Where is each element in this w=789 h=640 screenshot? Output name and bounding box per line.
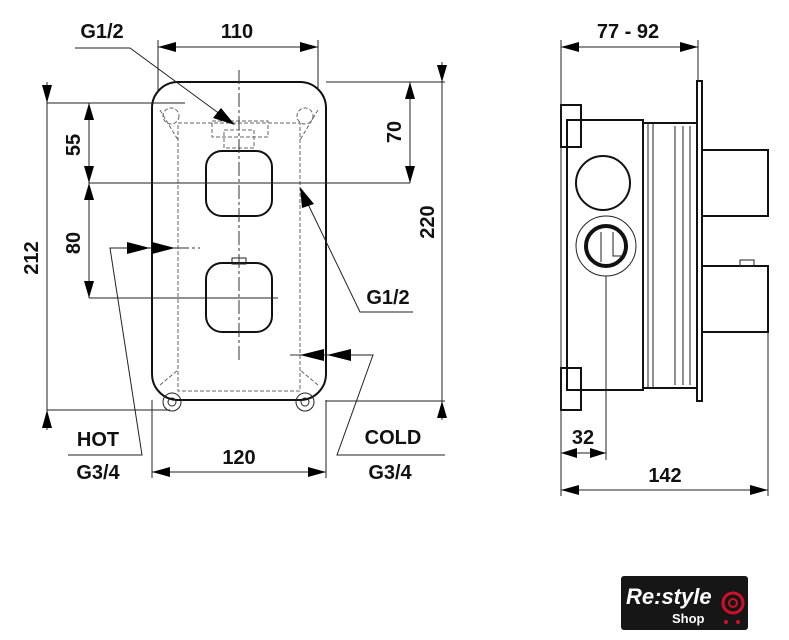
outlet-top-label: G1/2	[80, 21, 123, 43]
upper-spindle	[701, 149, 769, 217]
dim-middle: 80	[63, 232, 85, 254]
logo-subtext: Shop	[672, 611, 705, 626]
side-view: 77 - 92 32 142	[560, 21, 769, 496]
mount-hole-icon	[162, 107, 180, 125]
logo-text: Re:style	[626, 584, 712, 609]
hot-label: HOT	[77, 429, 119, 451]
arrow-icon	[300, 187, 314, 208]
dim-height-left: 212	[21, 241, 43, 274]
outlet-port-icon	[575, 155, 631, 211]
box-body	[566, 119, 644, 391]
front-view: 110 212 55 80 70 220 120 G1/2 G1/2 HOT	[21, 21, 447, 484]
threaded-ring	[642, 122, 698, 389]
outlet-right-label: G1/2	[366, 287, 409, 309]
dim-width-top: 110	[221, 21, 253, 43]
inlet-hot-icon	[162, 392, 182, 412]
dim-inlet-offset: 32	[572, 427, 594, 449]
dim-depth-range: 77 - 92	[597, 21, 659, 43]
dim-width-bottom: 120	[222, 447, 255, 469]
dim-total-depth: 142	[648, 465, 681, 487]
mount-hole-icon	[296, 107, 314, 125]
arrow-icon	[213, 108, 235, 125]
mount-clip-top	[560, 104, 582, 148]
restyle-shop-logo: Re:style Shop	[621, 576, 748, 630]
cart-at-icon	[721, 591, 745, 615]
arrow-icon	[127, 242, 150, 254]
dim-height-right: 220	[417, 205, 439, 238]
lower-spindle	[701, 265, 769, 333]
dim-upper: 55	[63, 134, 85, 156]
cold-label: COLD	[365, 427, 422, 449]
inlet-cold-icon	[295, 392, 315, 412]
arrow-icon	[327, 349, 351, 361]
hot-thread: G3/4	[76, 462, 120, 484]
dim-right-upper: 70	[384, 121, 406, 143]
cold-thread: G3/4	[368, 462, 412, 484]
